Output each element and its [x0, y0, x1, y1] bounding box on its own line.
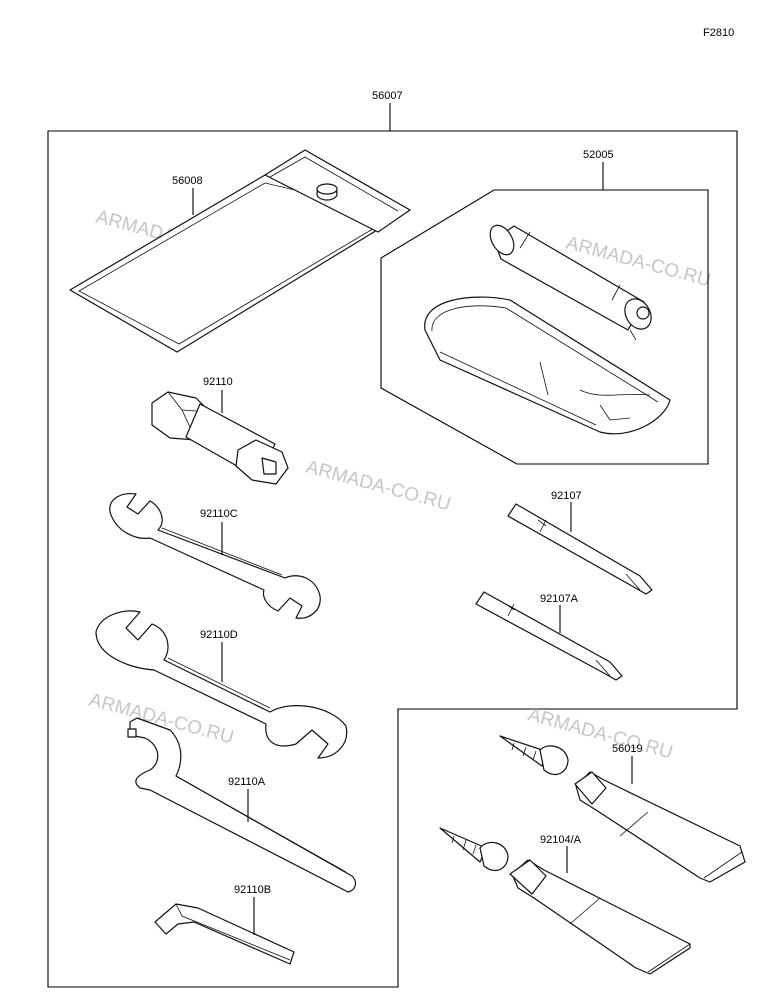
label-92110c[interactable]: 92110C [200, 508, 238, 520]
label-52005[interactable]: 52005 [583, 149, 614, 161]
label-92104a[interactable]: 92104/A [540, 834, 582, 846]
label-56007[interactable]: 56007 [372, 90, 403, 102]
air-pump[interactable] [485, 221, 656, 341]
label-92107a[interactable]: 92107A [540, 593, 579, 605]
pump-kit-frame [380, 162, 709, 465]
screwdriver-92107a[interactable] [475, 591, 623, 681]
spark-plug-wrench[interactable] [151, 391, 289, 485]
watermark-3: ARMADA-CO.RU [304, 457, 453, 516]
tool-pouch[interactable] [69, 149, 411, 353]
label-92107[interactable]: 92107 [551, 490, 582, 502]
label-92110[interactable]: 92110 [203, 376, 233, 388]
label-92110b[interactable]: 92110B [234, 884, 271, 896]
figure-code: F2810 [703, 27, 734, 39]
kit-frame [47, 103, 738, 988]
label-92110a[interactable]: 92110A [228, 776, 266, 788]
screwdriver-92107[interactable] [507, 503, 653, 595]
pin-spanner[interactable] [127, 717, 357, 893]
tube-92104a[interactable] [439, 827, 691, 975]
pump-bag[interactable] [424, 296, 671, 435]
wrench-92110d[interactable] [95, 610, 348, 759]
label-92110d[interactable]: 92110D [200, 629, 238, 641]
label-56008[interactable]: 56008 [172, 175, 203, 187]
tube-56019[interactable] [499, 735, 746, 883]
label-56019[interactable]: 56019 [612, 743, 643, 755]
hex-key[interactable] [154, 903, 295, 965]
